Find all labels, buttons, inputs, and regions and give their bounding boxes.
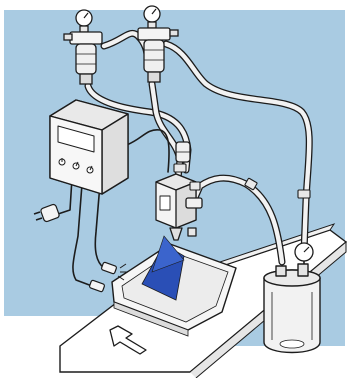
control-box-icon: [50, 100, 128, 194]
pressure-tank-icon: [264, 264, 320, 353]
